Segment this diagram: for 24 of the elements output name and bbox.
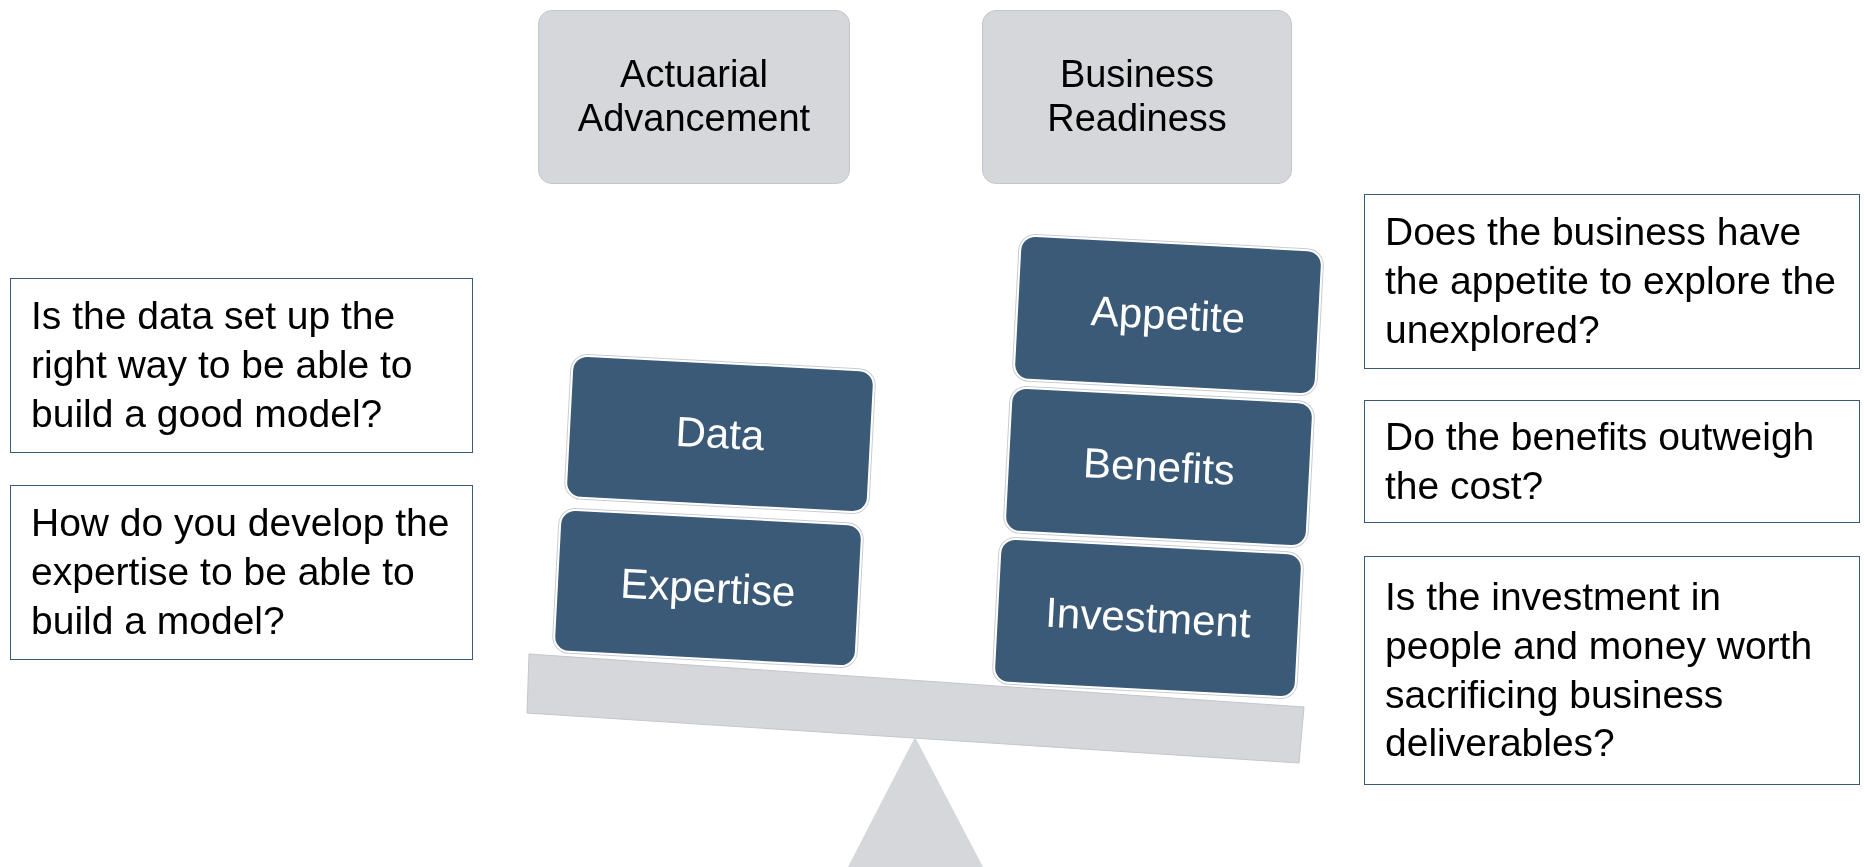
factor-block	[564, 354, 876, 514]
factor-block	[992, 537, 1304, 699]
factor-block	[1012, 234, 1324, 396]
label-text: How do you develop the expertise to be able to build a model?	[31, 500, 451, 644]
category-box	[538, 10, 850, 184]
label-text: Business Readiness	[1046, 53, 1228, 141]
category-box	[982, 10, 1292, 184]
question-box	[10, 485, 473, 660]
label-text: Does the business have the appetite to explore the unexplored?	[1385, 209, 1837, 353]
question-box	[1364, 556, 1860, 785]
label-text: Investment	[1044, 588, 1252, 648]
label-text: Appetite	[1089, 287, 1247, 343]
label-text: Expertise	[619, 559, 797, 617]
label-text: Benefits	[1081, 439, 1237, 495]
label-text: Is the investment in people and money worth sacrificing business deliverables?	[1385, 574, 1814, 767]
question-box	[1364, 400, 1860, 523]
label-text: Is the data set up the right way to be able to build a good model?	[31, 293, 414, 437]
label-text: Actuarial Advancement	[576, 53, 812, 141]
label-text: Do the benefits outweigh the cost?	[1385, 413, 1816, 509]
factor-block	[1003, 386, 1315, 548]
label-text: Data	[674, 407, 766, 461]
question-box	[10, 278, 473, 453]
question-box	[1364, 194, 1860, 369]
factor-block	[552, 508, 864, 668]
